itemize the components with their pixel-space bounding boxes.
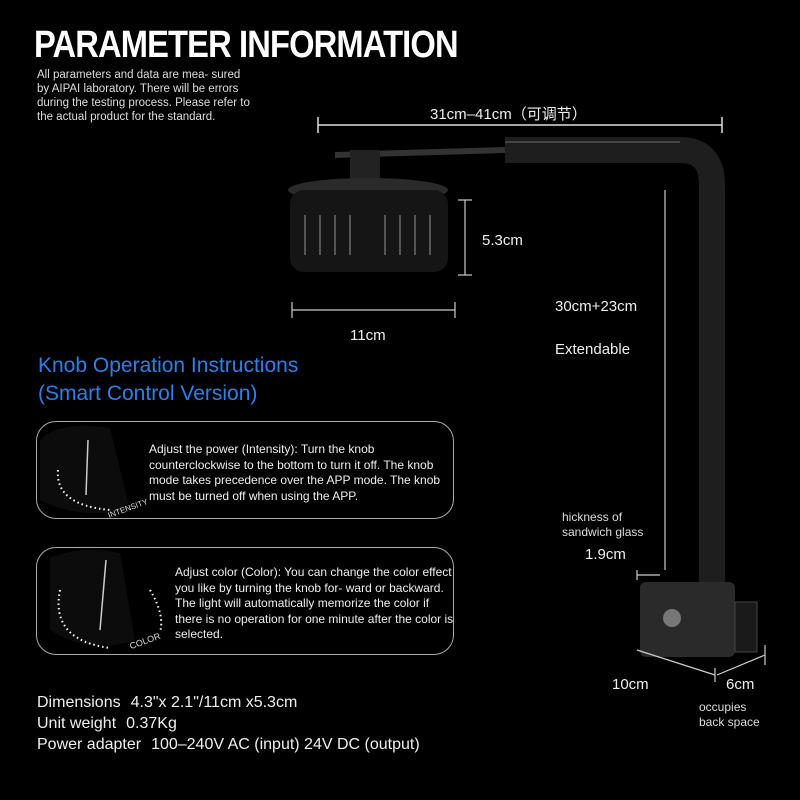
pole-extendable-label: Extendable (555, 341, 631, 358)
spec-label: Unit weight (37, 715, 117, 732)
spec-value: 4.3"x 2.1"/11cm x5.3cm (130, 694, 298, 711)
color-dial-label: COLOR (128, 630, 162, 652)
color-card: Adjust color (Color): You can change the… (36, 547, 454, 655)
knob-title-line2: (Smart Control Version) (38, 382, 258, 405)
glass-thickness-label: 1.9cm (585, 546, 626, 563)
lamp-width-label: 11cm (350, 327, 386, 344)
arm-dimension-line (317, 117, 723, 133)
glass-clamp (640, 582, 758, 657)
pole-height-label: 30cm+23cm (555, 298, 638, 315)
spec-row: Dimensions 4.3"x 2.1"/11cm x5.3cm (37, 692, 420, 713)
spec-value: 0.37Kg (126, 715, 177, 732)
disclaimer-note: All parameters and data are mea- sured b… (37, 69, 250, 123)
intensity-dial-label: INTENSITY (106, 497, 150, 519)
spec-label: Power adapter (37, 736, 142, 753)
glass-label-line1: hickness of (562, 510, 623, 524)
lamp-height-label: 5.3cm (482, 232, 523, 249)
clamp-length-label: 10cm (612, 676, 649, 693)
back-space-line2: back space (699, 715, 760, 729)
clamp-dimension-lines (636, 570, 766, 682)
clamp-depth-label: 6cm (726, 676, 755, 693)
spec-value: 100–240V AC (input) 24V DC (output) (151, 736, 420, 753)
knob-section-title: Knob Operation Instructions (Smart Contr… (38, 352, 298, 408)
back-space-line1: occupies (699, 700, 747, 714)
color-description: Adjust color (Color): You can change the… (175, 565, 454, 641)
color-knob-icon (50, 549, 163, 649)
specs-list: Dimensions 4.3"x 2.1"/11cm x5.3cm Unit we… (37, 692, 420, 755)
glass-label-line2: sandwich glass (562, 525, 644, 539)
brand-logo-icon (663, 609, 681, 627)
spec-row: Unit weight 0.37Kg (37, 713, 420, 734)
lamp-dimension-lines (291, 199, 472, 318)
gooseneck-pole (505, 137, 725, 590)
lamp-head (288, 178, 448, 272)
spec-label: Dimensions (37, 694, 121, 711)
intensity-card: Adjust the power (Intensity): Turn the k… (36, 421, 454, 519)
spec-row: Power adapter 100–240V AC (input) 24V DC … (37, 734, 420, 755)
page-title: PARAMETER INFORMATION (34, 24, 459, 66)
intensity-knob-icon (40, 425, 130, 514)
knob-title-line1: Knob Operation Instructions (38, 354, 299, 377)
intensity-description: Adjust the power (Intensity): Turn the k… (149, 442, 441, 503)
arm-length-label: 31cm–41cm（可调节） (430, 106, 587, 123)
